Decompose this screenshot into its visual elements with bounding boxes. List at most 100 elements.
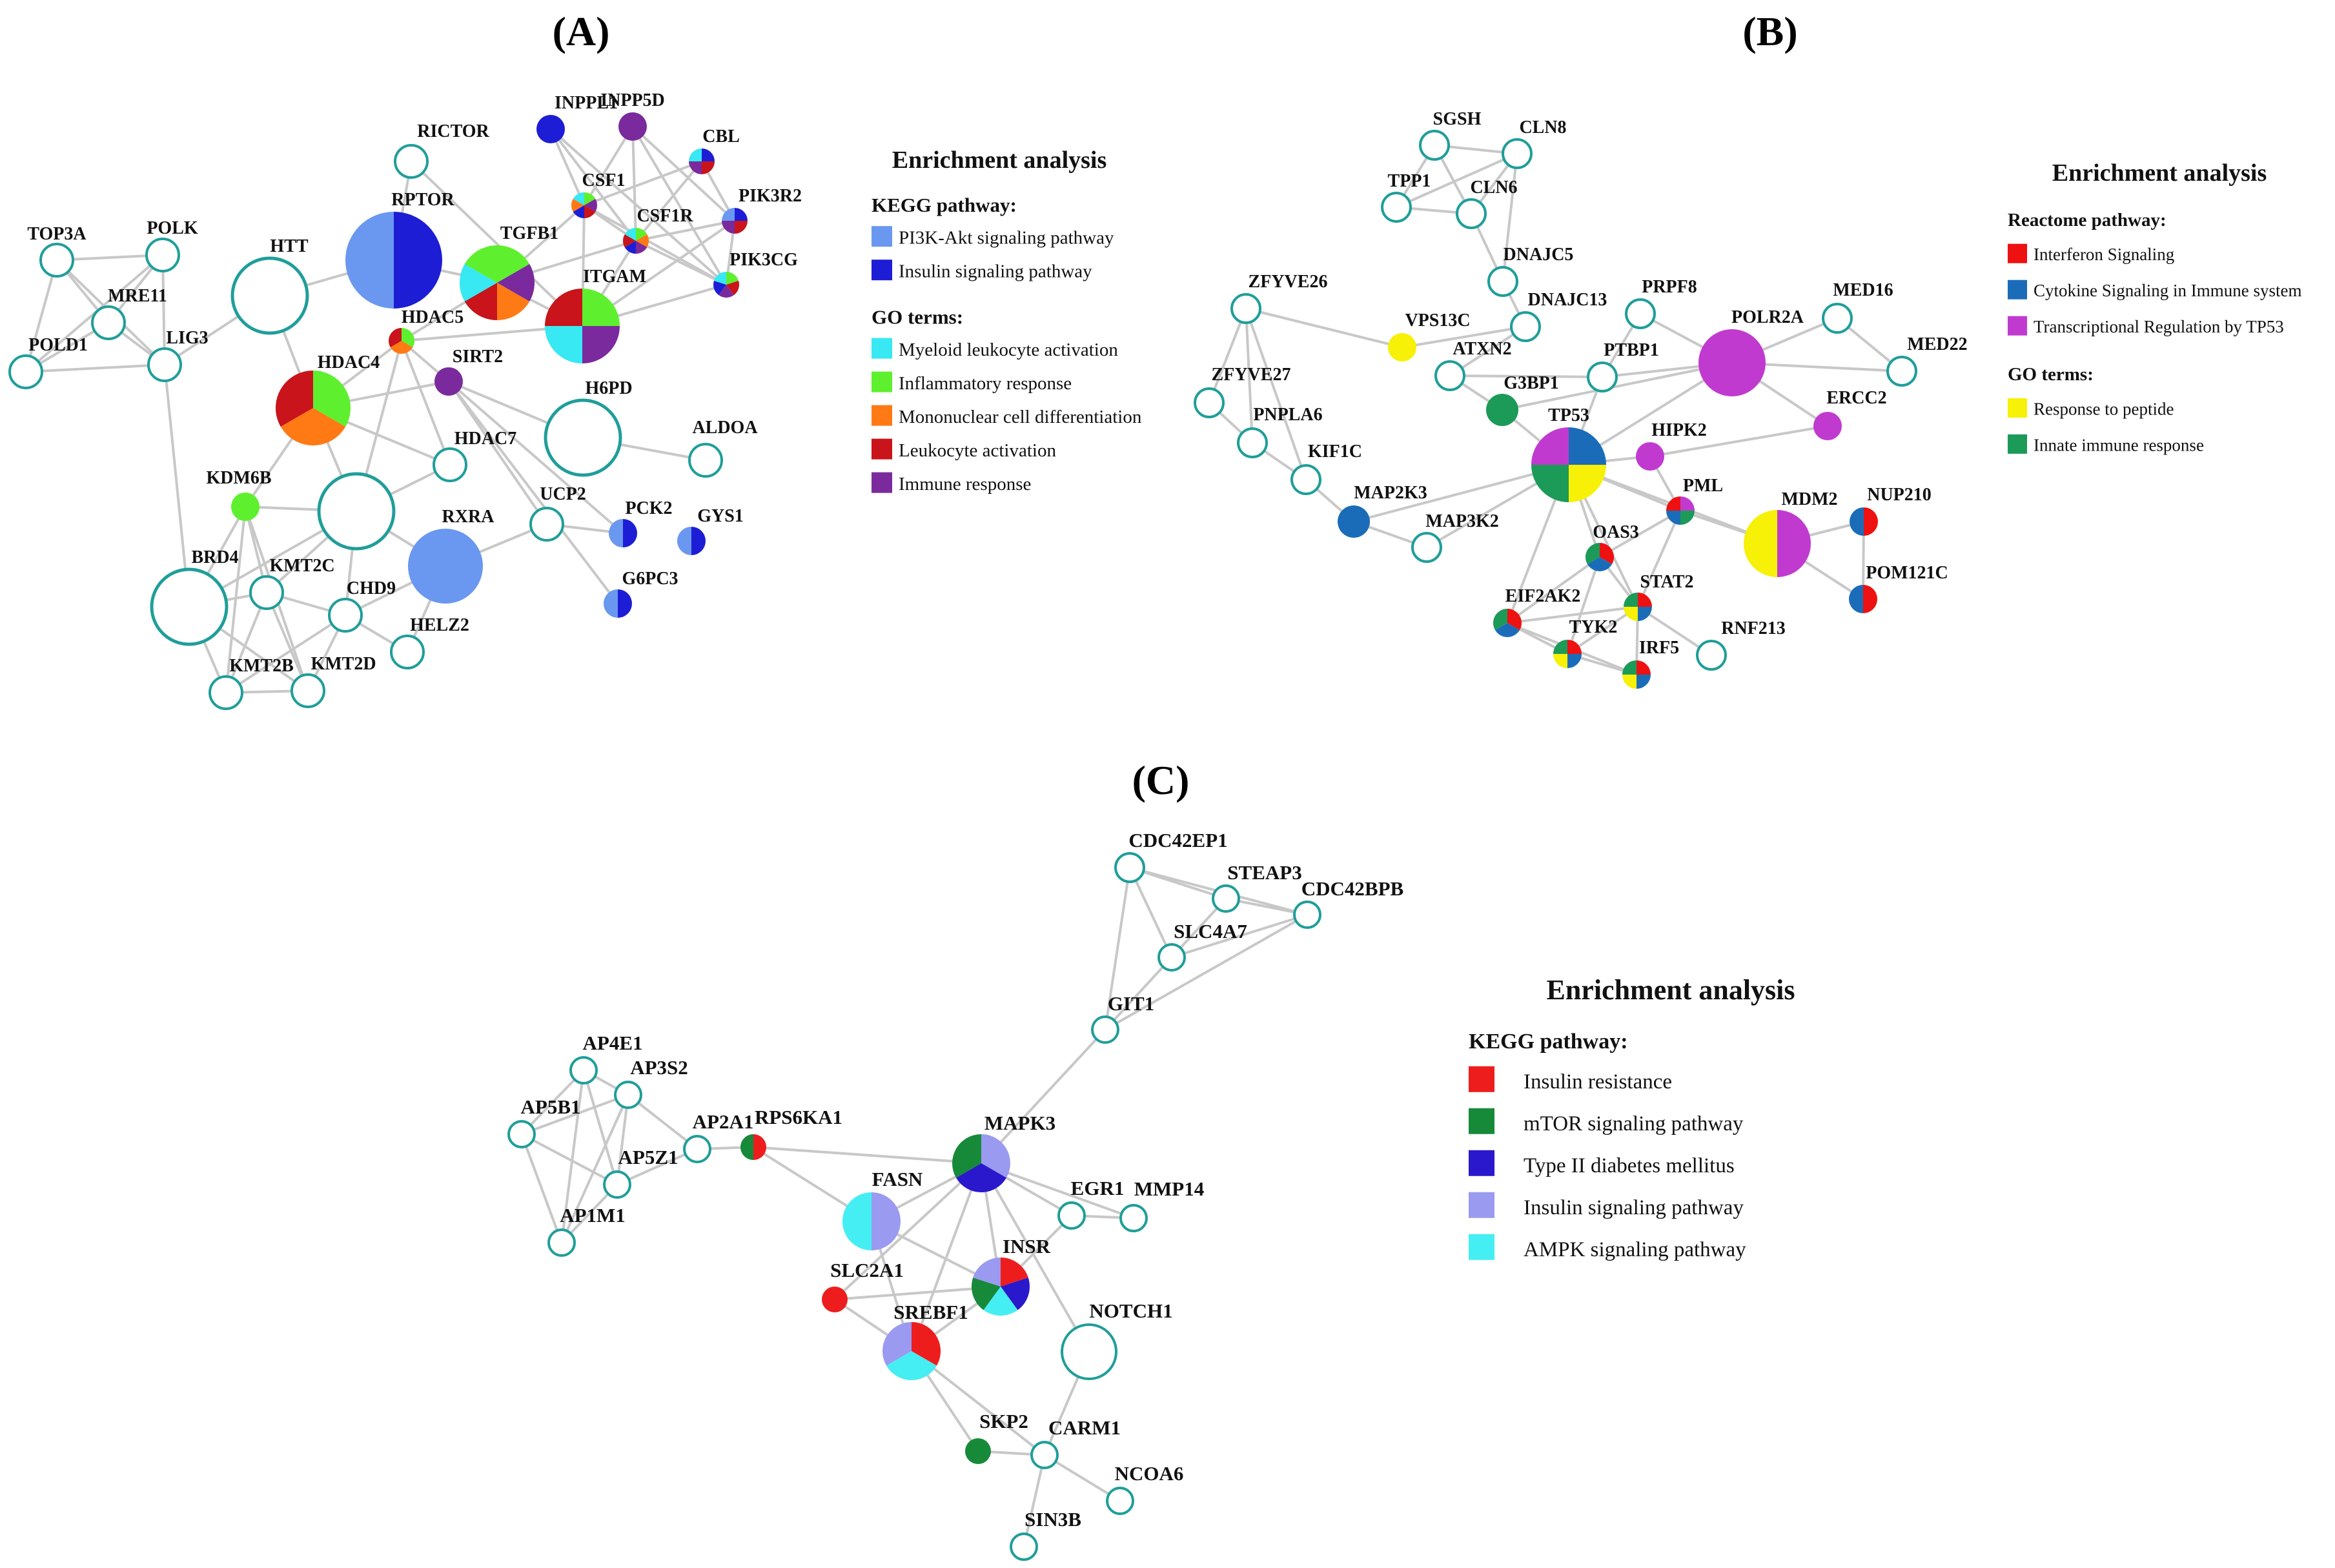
edge-sirt2-pck2	[447, 380, 624, 535]
node-polr2a	[1698, 329, 1766, 396]
node-tyk2-slice-3	[1553, 640, 1567, 654]
node-polk	[145, 238, 180, 272]
edge-kmt2c-kmt2d	[265, 592, 309, 691]
node-mdm2-slice-1	[1744, 510, 1777, 577]
node-pold1	[8, 354, 43, 389]
node-pik3cg-slice-0	[726, 272, 739, 285]
edge-cln8-tpp1	[1396, 152, 1518, 209]
node-insr-slice-0	[1001, 1257, 1028, 1287]
node-label-cln8: CLN8	[1519, 117, 1566, 137]
node-pik3r2-slice-1	[735, 221, 748, 234]
legend-item-type-ii-diabetes-mellitus: Type II diabetes mellitus	[1524, 1154, 1735, 1177]
node-cln6	[1456, 198, 1487, 229]
node-label-ucp2: UCP2	[540, 484, 586, 504]
node-label-atxn2: ATXN2	[1453, 339, 1511, 359]
node-egr1	[1057, 1201, 1086, 1230]
node-label-carm1: CARM1	[1048, 1416, 1121, 1439]
node-label-zfyve27: ZFYVE27	[1212, 365, 1291, 385]
node-csf1r-slice-1	[636, 234, 649, 247]
node-tgfb1-slice-5	[464, 245, 497, 283]
node-chd9	[328, 598, 363, 633]
node-label-pck2: PCK2	[625, 498, 672, 518]
node-srebf1	[882, 1322, 941, 1381]
node-csf1-slice-3	[573, 205, 584, 218]
legend-heading-go-terms: GO terms:	[2008, 364, 2094, 385]
node-csf1-slice-2	[584, 205, 596, 218]
node-oas3-slice-2	[1586, 543, 1600, 564]
node-tgfb1-slice-3	[464, 283, 497, 320]
legend-swatch-pi3k-akt-signaling-pathway	[872, 226, 892, 247]
node-pik3cg-slice-3	[713, 280, 726, 296]
node-label-med16: MED16	[1833, 280, 1893, 300]
node-label-mre11: MRE11	[108, 286, 167, 306]
node-hipk2	[1636, 442, 1664, 471]
legend-swatch-insulin-signaling-pathway	[1469, 1192, 1494, 1218]
legend-item-myeloid-leukocyte-activation: Myeloid leukocyte activation	[899, 340, 1118, 360]
node-tyk2	[1553, 640, 1582, 668]
legend-swatch-myeloid-leukocyte-activation	[872, 338, 892, 359]
node-label-fasn: FASN	[872, 1168, 923, 1190]
edge-mapk3-srebf1	[910, 1163, 983, 1352]
legend-item-transcriptional-regulation-by-tp53: Transcriptional Regulation by TP53	[2034, 317, 2284, 336]
node-steap3	[1212, 884, 1240, 913]
node-ap5b1	[507, 1120, 536, 1148]
node-stat2-slice-2	[1624, 607, 1638, 621]
node-itgam-slice-1	[582, 326, 620, 363]
legend-swatch-interferon-signaling	[2008, 243, 2027, 263]
node-label-sin3b: SIN3B	[1025, 1508, 1081, 1531]
node-label-polr2a: POLR2A	[1731, 307, 1804, 327]
node-mdm2	[1744, 510, 1811, 577]
node-label-ap3s2: AP3S2	[630, 1056, 688, 1079]
legend-swatch-insulin-signaling-pathway	[872, 260, 892, 281]
node-label-pold1: POLD1	[28, 335, 88, 355]
edge-inpp5d-pik3cg	[631, 125, 728, 286]
node-label-cdc42bpb: CDC42BPB	[1301, 877, 1403, 900]
node-label-med22: MED22	[1907, 334, 1967, 354]
node-hdac4-slice-0	[313, 371, 351, 427]
node-csf1r-slice-0	[636, 228, 647, 241]
node-htt	[230, 256, 309, 335]
node-insr-slice-3	[972, 1278, 1001, 1310]
node-sin3b	[1010, 1532, 1038, 1561]
node-ucp2	[529, 507, 564, 542]
edge-ap3s2-ap1m1	[560, 1094, 629, 1243]
node-label-cdc42ep1: CDC42EP1	[1128, 829, 1227, 851]
node-eif2ak2	[1493, 609, 1522, 637]
node-tyk2-slice-2	[1553, 654, 1567, 668]
edge-hipk2-ercc2	[1649, 425, 1828, 458]
node-itgam-slice-2	[545, 326, 582, 363]
node-map3k2	[1411, 532, 1442, 563]
node-rnf213	[1696, 640, 1727, 671]
node-zfyve27	[1194, 387, 1225, 418]
edge-chd9-kmt2b	[225, 614, 347, 694]
legend-swatch-mononuclear-cell-differentiation	[872, 405, 892, 426]
node-eif2ak2-slice-1	[1494, 623, 1520, 637]
edge-ap3s2-ap2a1	[627, 1094, 698, 1150]
node-label-pik3cg: PIK3CG	[729, 250, 798, 270]
node-label-tgfb1: TGFB1	[500, 223, 558, 243]
node-atxn2	[1434, 360, 1465, 391]
node-rps6ka1-slice-1	[740, 1134, 753, 1160]
node-brd4	[150, 567, 229, 646]
node-label-oas3: OAS3	[1593, 522, 1639, 542]
node-cbl-slice-0	[702, 148, 715, 161]
node-top3a	[39, 243, 74, 278]
node-rptor	[345, 212, 442, 309]
node-sirt2	[434, 367, 463, 396]
node-med22	[1886, 356, 1917, 387]
node-label-chd9: CHD9	[347, 578, 396, 598]
node-pml	[1666, 496, 1695, 525]
node-ncor2hub	[317, 472, 396, 551]
node-pik3cg-slice-1	[726, 280, 739, 296]
node-pnpla6	[1237, 427, 1268, 458]
legend-swatch-type-ii-diabetes-mellitus	[1469, 1150, 1494, 1176]
node-stat2-slice-3	[1624, 593, 1638, 607]
node-itgam-slice-0	[582, 289, 620, 326]
node-label-helz2: HELZ2	[410, 615, 469, 635]
node-nup210	[1850, 507, 1878, 536]
node-pck2-slice-1	[609, 519, 623, 547]
node-label-egr1: EGR1	[1071, 1177, 1125, 1199]
node-pml-slice-1	[1680, 511, 1695, 525]
edge-zfyve26-pnpla6	[1245, 308, 1254, 443]
